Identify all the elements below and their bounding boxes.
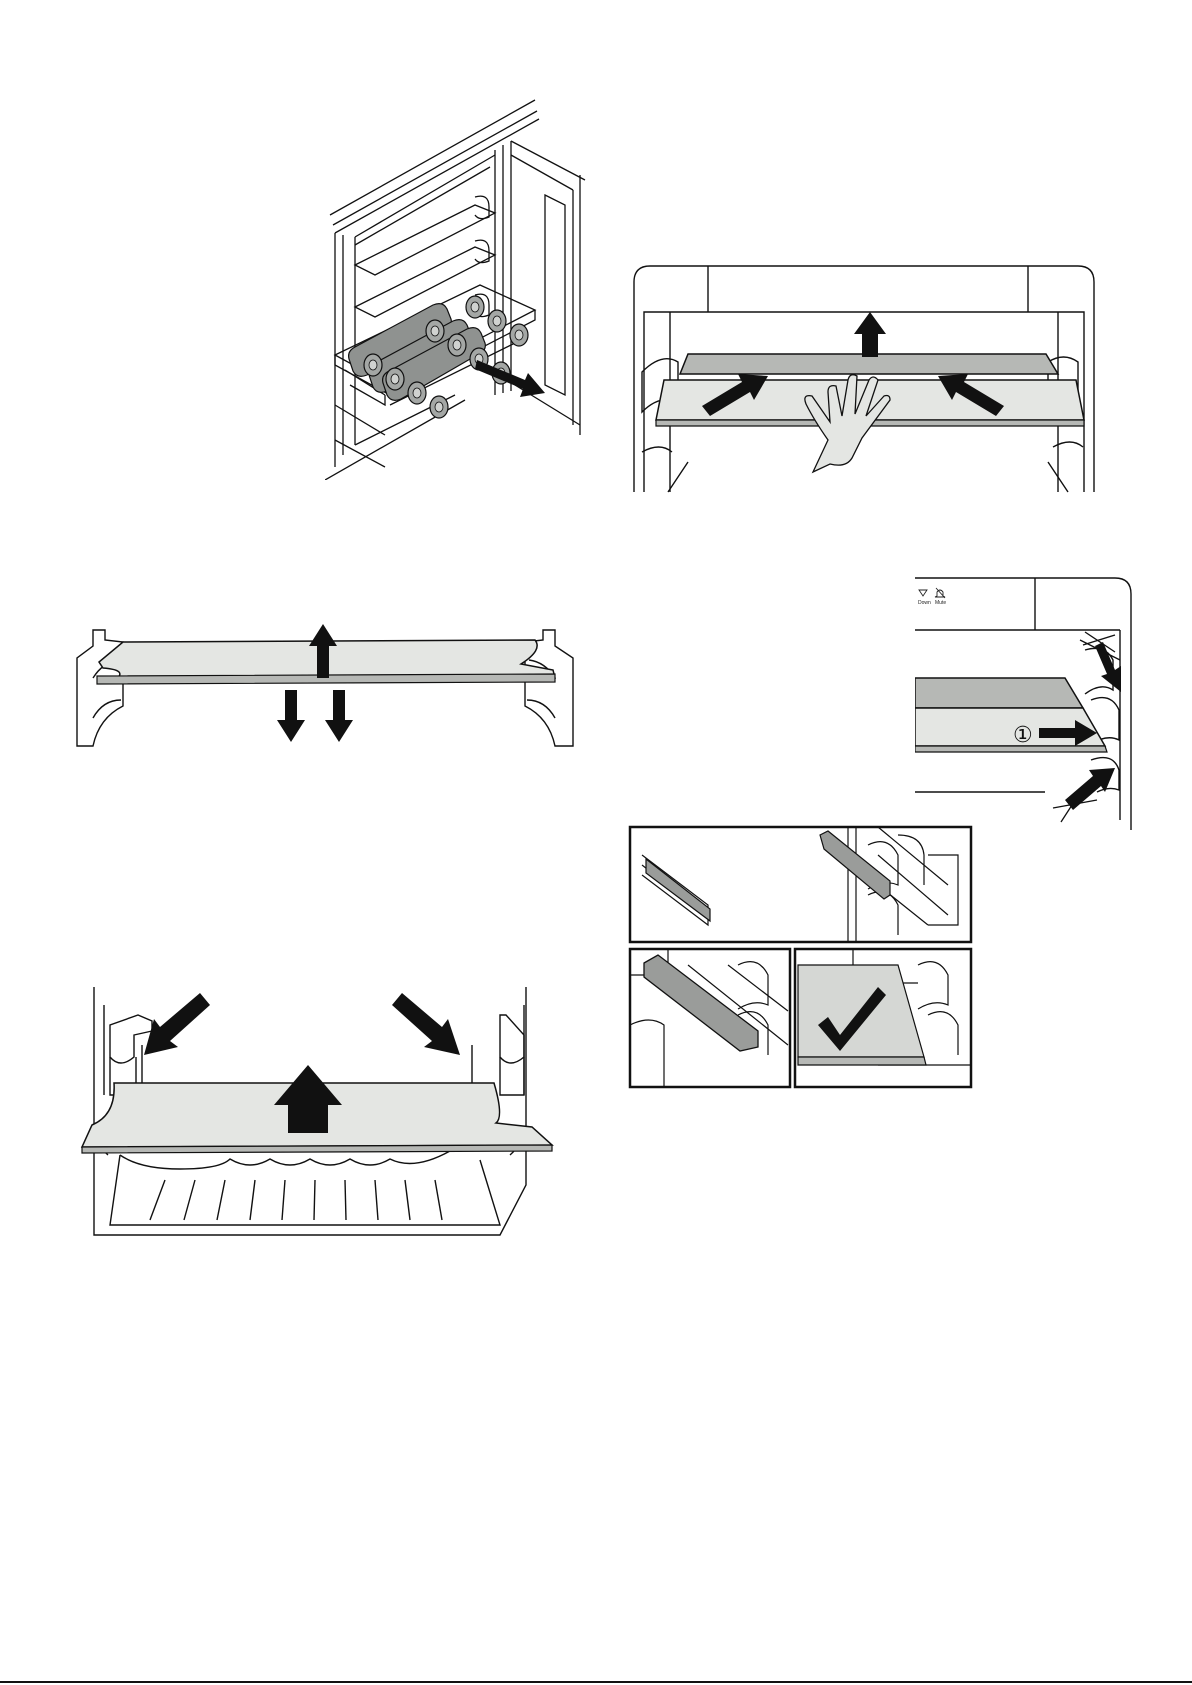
down-arrow-icon — [277, 690, 305, 742]
support-detail-illustration — [628, 825, 973, 1090]
triangle-down-icon — [919, 590, 927, 596]
mute-control: Mute — [935, 588, 946, 606]
down-arrow-icon — [325, 690, 353, 742]
callout-marker: ① — [1013, 723, 1033, 748]
figure-shelf-removal — [75, 618, 575, 758]
footer-rule — [0, 1681, 1192, 1683]
diagonal-down-arrow-icon — [144, 993, 210, 1055]
down-control: Down — [918, 590, 931, 606]
shelf-lift-illustration — [628, 262, 1108, 494]
callout-number: ① — [1013, 723, 1033, 748]
figure-shelf-lift-hand — [628, 262, 1108, 494]
control-panel-labels: Down Mute — [915, 586, 975, 610]
wine-cabinet-illustration — [325, 95, 600, 480]
shelf-insert-illustration — [80, 985, 558, 1247]
pull-out-arrow-icon — [475, 360, 545, 397]
figure-shelf-insert — [80, 985, 558, 1247]
bell-mute-icon — [935, 588, 945, 598]
figure-wine-rack-pull-out — [325, 95, 600, 480]
figure-support-detail-panels — [628, 825, 973, 1090]
diagonal-down-arrow-icon — [392, 993, 460, 1055]
up-arrow-icon — [854, 312, 886, 357]
down-label: Down — [918, 600, 931, 606]
mute-label: Mute — [935, 600, 946, 606]
shelf-removal-illustration — [75, 618, 575, 758]
